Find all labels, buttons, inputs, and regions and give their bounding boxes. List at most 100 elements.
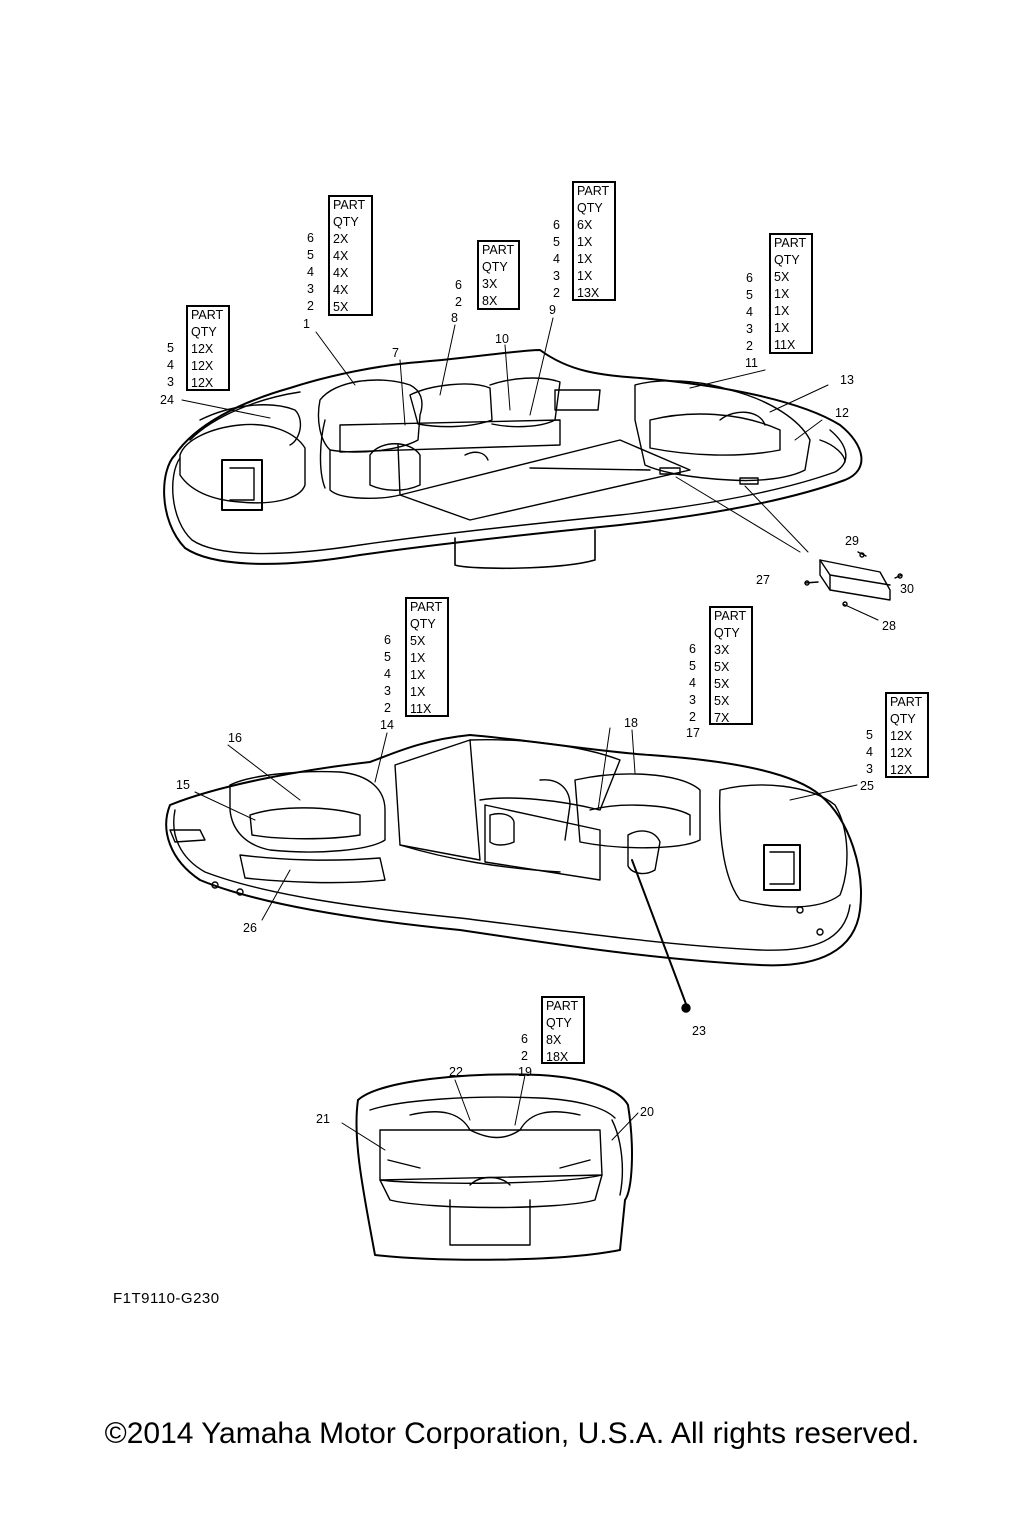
qty-value: 5X [774,270,790,284]
part-number: 3 [384,684,391,698]
callout-label: 28 [882,619,896,633]
table-header-part: PART [577,184,610,198]
part-number: 4 [384,667,391,681]
callout-label: 30 [900,582,914,596]
part-number: 5 [866,728,873,742]
part-number: 6 [689,642,696,656]
qty-value: 3X [714,643,730,657]
part-number: 2 [553,286,560,300]
table-header-part: PART [774,236,807,250]
table-header-qty: QTY [410,617,436,631]
part-number: 2 [689,710,696,724]
callout-label: 17 [686,726,700,740]
top-boat-assembly [163,317,863,570]
part-number: 5 [384,650,391,664]
callout-label: 27 [756,573,770,587]
callout-label: 18 [624,716,638,730]
qty-value: 4X [333,283,349,297]
callout-label: 20 [640,1105,654,1119]
callout-label: 13 [840,373,854,387]
qty-value: 5X [714,677,730,691]
callout-label: 22 [449,1065,463,1079]
part-number: 3 [553,269,560,283]
table-header-part: PART [890,695,923,709]
table-header-qty: QTY [191,325,217,339]
qty-value: 11X [774,338,796,352]
qty-value: 12X [890,746,913,760]
callout-label: 29 [845,534,859,548]
callout-label: 10 [495,332,509,346]
qty-value: 5X [410,634,426,648]
callout-label: 25 [860,779,874,793]
qty-value: 12X [191,342,214,356]
qty-value: 4X [333,266,349,280]
part-number: 6 [746,271,753,285]
callout-label: 9 [549,303,556,317]
table-header-part: PART [714,609,747,623]
mounting-bracket [804,551,903,621]
part-number: 5 [553,235,560,249]
qty-value: 8X [546,1033,562,1047]
table-header-qty: QTY [714,626,740,640]
table-header-part: PART [410,600,443,614]
callout-label: 16 [228,731,242,745]
copyright-notice: ©2014 Yamaha Motor Corporation, U.S.A. A… [104,1417,920,1450]
table-header-qty: QTY [890,712,916,726]
callout-label: 21 [316,1112,330,1126]
part-number: 3 [307,282,314,296]
qty-value: 5X [714,660,730,674]
part-number: 2 [307,299,314,313]
part-number: 5 [307,248,314,262]
qty-value: 6X [577,218,593,232]
callout-label: 26 [243,921,257,935]
part-number: 5 [746,288,753,302]
part-number: 3 [167,375,174,389]
qty-value: 13X [577,286,600,300]
part-number: 5 [167,341,174,355]
part-number: 2 [521,1049,528,1063]
part-number: 3 [746,322,753,336]
part-number: 4 [689,676,696,690]
qty-value: 5X [714,694,730,708]
callout-label: 7 [392,346,399,360]
qty-value: 1X [577,252,593,266]
qty-value: 1X [774,304,790,318]
part-number: 4 [746,305,753,319]
table-header-qty: QTY [577,201,603,215]
qty-value: 12X [191,376,214,390]
qty-value: 11X [410,702,432,716]
diagram-id: F1T9110-G230 [113,1290,220,1307]
part-number: 2 [746,339,753,353]
part-number: 4 [553,252,560,266]
qty-value: 1X [577,235,593,249]
bottom-bow-assembly [341,1073,639,1261]
table-header-qty: QTY [774,253,800,267]
callout-label: 19 [518,1065,532,1079]
table-header-part: PART [333,198,366,212]
table-header-part: PART [482,243,515,257]
qty-value: 12X [191,359,214,373]
qty-value: 1X [774,321,790,335]
table-header-qty: QTY [333,215,359,229]
callout-label: 11 [745,356,758,370]
part-number: 4 [866,745,873,759]
table-header-part: PART [546,999,579,1013]
qty-value: 7X [714,711,730,725]
qty-value: 1X [410,651,426,665]
part-number: 2 [384,701,391,715]
qty-value: 12X [890,729,913,743]
callout-label: 23 [692,1024,706,1038]
qty-value: 1X [774,287,790,301]
qty-value: 4X [333,249,349,263]
part-number: 3 [866,762,873,776]
part-number: 6 [553,218,560,232]
part-number: 5 [689,659,696,673]
table-header-qty: QTY [546,1016,572,1030]
part-number: 6 [307,231,314,245]
qty-value: 1X [410,668,426,682]
qty-value: 1X [577,269,593,283]
middle-boat-assembly [165,727,862,1013]
callout-label: 12 [835,406,849,420]
